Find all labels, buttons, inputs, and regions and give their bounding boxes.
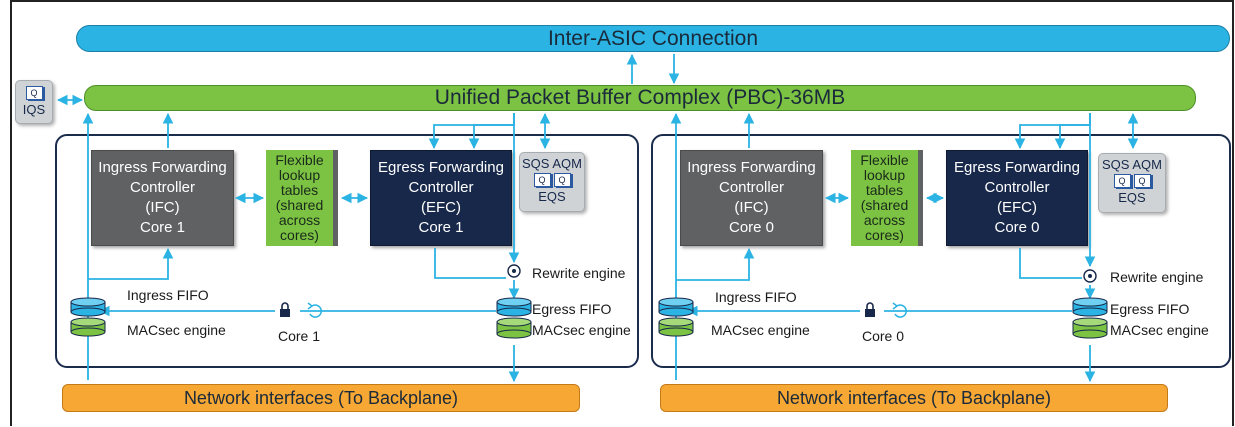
efc-abbrev: (EFC) xyxy=(421,199,461,216)
egress-forwarding-controller: Egress Forwarding Controller (EFC) Core … xyxy=(370,150,512,246)
ifc-title: Ingress Forwarding xyxy=(687,159,816,176)
flex-line: Flexible xyxy=(860,152,909,168)
flex-line: cores) xyxy=(865,227,904,243)
ingress-fifo-label: Ingress FIFO xyxy=(715,289,797,305)
flex-line: tables xyxy=(280,182,319,198)
flex-line: across xyxy=(278,212,321,228)
egress-forwarding-controller: Egress Forwarding Controller (EFC) Core … xyxy=(946,150,1088,246)
macsec-engine-label: MACsec engine xyxy=(1110,322,1209,338)
macsec-cylinder-icon xyxy=(496,317,532,339)
sqs-aqm-label: SQS AQM xyxy=(1102,157,1162,172)
macsec-engine-label: MACsec engine xyxy=(532,322,631,338)
ingress-fifo-label: Ingress FIFO xyxy=(127,287,209,303)
efc-core: Core 0 xyxy=(994,219,1040,236)
sqs-aqm-label: SQS AQM xyxy=(522,156,582,171)
lock-icon xyxy=(280,302,290,317)
rewrite-engine-icon xyxy=(1083,269,1097,283)
rewrite-engine-label: Rewrite engine xyxy=(1110,269,1204,285)
inter-asic-label: Inter-ASIC Connection xyxy=(547,26,759,50)
efc-abbrev: (EFC) xyxy=(997,199,1037,216)
ifc-subtitle: Controller xyxy=(129,179,196,196)
flexible-lookup-tables: Flexible lookup tables (shared across co… xyxy=(266,150,338,246)
flex-line: lookup xyxy=(863,167,906,183)
inter-asic-connection-bar: Inter-ASIC Connection xyxy=(76,25,1230,52)
flex-line: tables xyxy=(865,182,904,198)
efc-subtitle: Controller xyxy=(408,179,474,196)
core-label: Core 0 xyxy=(862,328,905,344)
efc-core: Core 1 xyxy=(418,219,464,236)
network-interfaces-label: Network interfaces (To Backplane) xyxy=(776,387,1052,408)
macsec-engine-label: MACsec engine xyxy=(127,322,226,338)
network-interfaces-bar: Network interfaces (To Backplane) xyxy=(660,384,1168,412)
rewrite-engine-icon xyxy=(507,264,521,278)
lock-icon xyxy=(865,302,875,317)
ifc-core: Core 0 xyxy=(728,219,775,236)
macsec-cylinder-icon xyxy=(658,317,694,337)
core-panel-right xyxy=(651,134,1231,368)
sqs-aqm-eqs-block: SQS AQM Q Q EQS xyxy=(1098,153,1166,213)
flex-line: (shared xyxy=(275,197,324,213)
iqs-block: Q IQS xyxy=(15,80,53,124)
sqs-aqm-eqs-block: SQS AQM Q Q EQS xyxy=(519,152,585,212)
macsec-cylinder-icon xyxy=(70,317,106,337)
diagram-frame xyxy=(10,0,1234,426)
flex-line: lookup xyxy=(278,167,321,183)
flex-line: Flexible xyxy=(275,152,324,168)
packet-buffer-complex-bar: Unified Packet Buffer Complex (PBC)-36MB xyxy=(84,85,1196,111)
ifc-subtitle: Controller xyxy=(718,179,785,196)
ifc-core: Core 1 xyxy=(139,219,186,236)
core-panel-left xyxy=(55,134,639,368)
iqs-label: IQS xyxy=(22,102,46,117)
efc-subtitle: Controller xyxy=(984,179,1050,196)
ingress-forwarding-controller: Ingress Forwarding Controller (IFC) Core… xyxy=(680,150,823,246)
sync-icon xyxy=(307,302,322,318)
efc-title: Egress Forwarding xyxy=(378,159,504,176)
queue-icon: Q xyxy=(1113,174,1131,188)
macsec-cylinder-icon xyxy=(1072,317,1108,339)
queue-icon: Q xyxy=(1133,174,1151,188)
eqs-label: EQS xyxy=(538,189,566,204)
queue-icon: Q xyxy=(553,173,571,187)
egress-fifo-label: Egress FIFO xyxy=(532,301,612,317)
flex-line: across xyxy=(863,212,906,228)
ifc-title: Ingress Forwarding xyxy=(98,159,227,176)
ifc-abbrev: (IFC) xyxy=(145,199,180,216)
network-interfaces-label: Network interfaces (To Backplane) xyxy=(183,387,459,408)
queue-icon: Q xyxy=(25,86,43,100)
fifo-cylinder-icon xyxy=(658,297,694,317)
queue-icon: Q xyxy=(533,173,551,187)
flex-line: (shared xyxy=(860,197,909,213)
rewrite-engine-label: Rewrite engine xyxy=(532,265,626,281)
fifo-cylinder-icon xyxy=(496,297,532,317)
fifo-cylinder-icon xyxy=(1072,297,1108,317)
egress-fifo-label: Egress FIFO xyxy=(1110,301,1190,317)
ingress-forwarding-controller: Ingress Forwarding Controller (IFC) Core… xyxy=(91,150,234,246)
flexible-lookup-tables: Flexible lookup tables (shared across co… xyxy=(851,150,923,246)
sync-icon xyxy=(892,302,907,318)
network-interfaces-bar: Network interfaces (To Backplane) xyxy=(62,384,580,412)
flex-line: cores) xyxy=(280,227,319,243)
pbc-label: Unified Packet Buffer Complex (PBC)-36MB xyxy=(434,86,846,109)
fifo-cylinder-icon xyxy=(70,297,106,317)
eqs-label: EQS xyxy=(1118,190,1146,205)
core-label: Core 1 xyxy=(278,328,321,344)
macsec-engine-label: MACsec engine xyxy=(711,322,810,338)
ifc-abbrev: (IFC) xyxy=(734,199,769,216)
efc-title: Egress Forwarding xyxy=(954,159,1080,176)
